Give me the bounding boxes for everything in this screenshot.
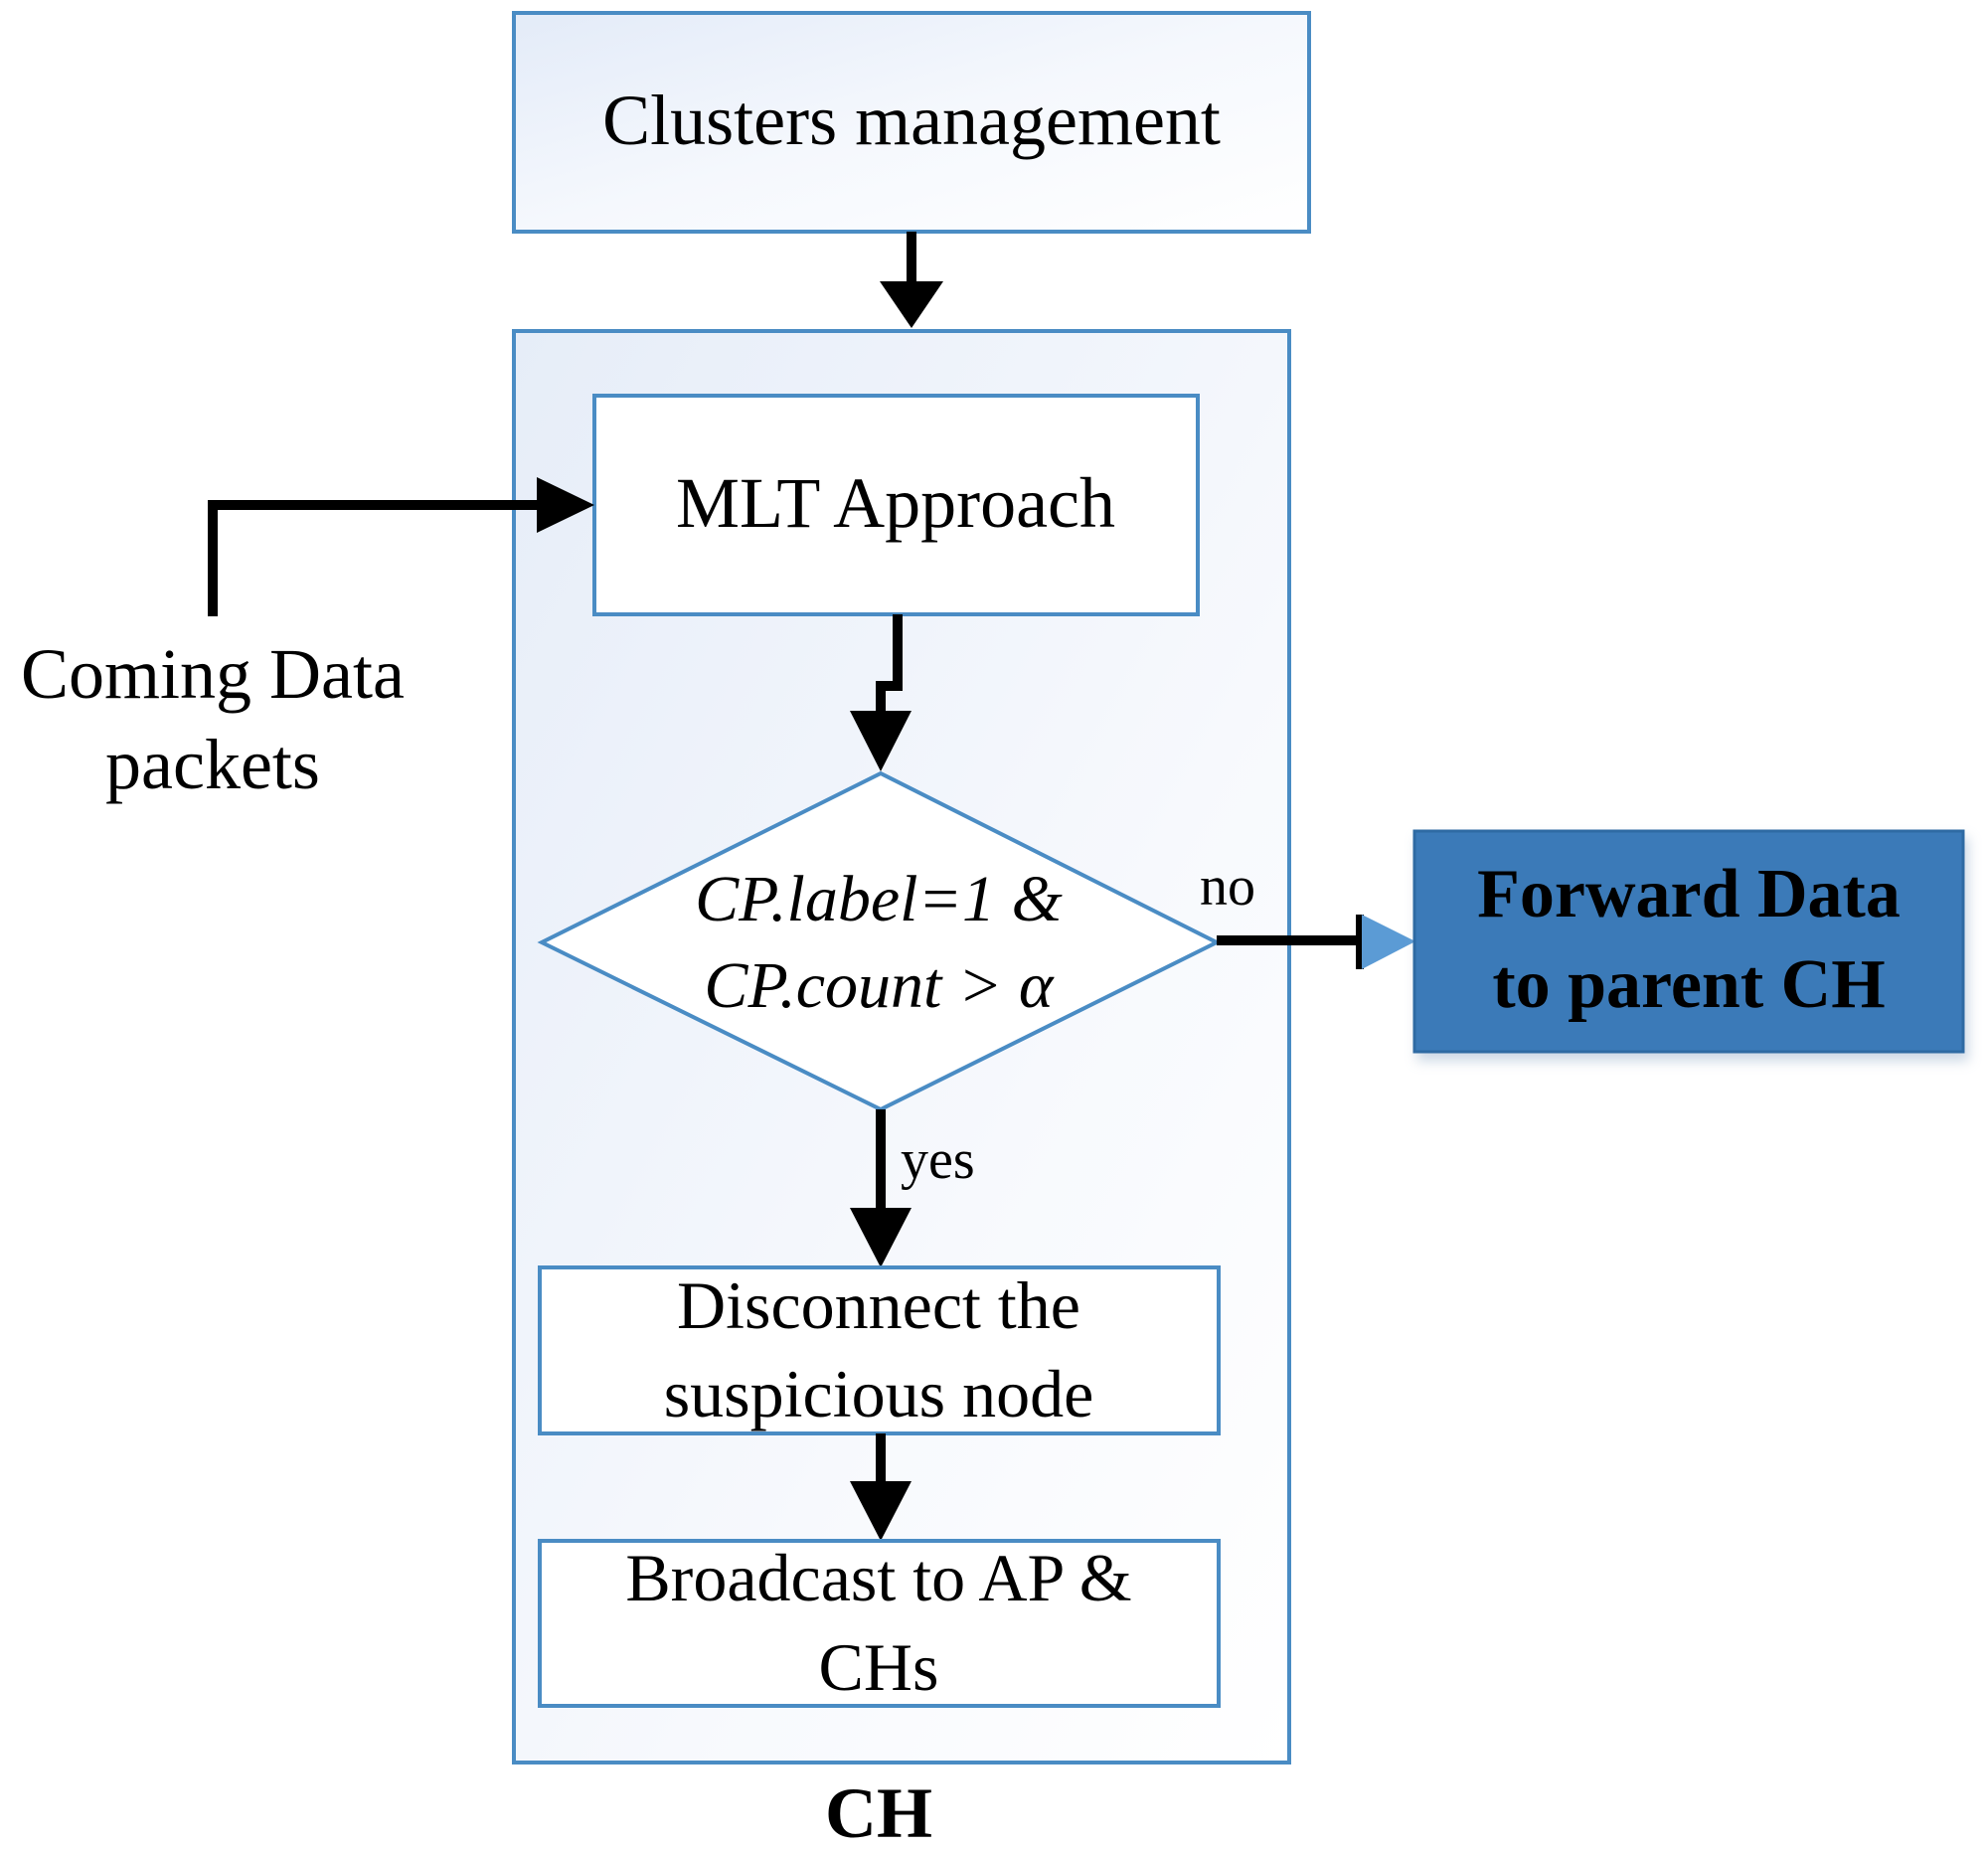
broadcast-node: Broadcast to AP & CHs <box>538 1539 1221 1708</box>
decision-node: CP.label=1 & CP.count > α <box>537 770 1222 1112</box>
disconnect-node: Disconnect the suspicious node <box>538 1265 1221 1435</box>
arrow-incoming-data <box>208 477 594 616</box>
broadcast-label-line2: CHs <box>819 1629 939 1705</box>
forward-data-label-line1: Forward Data <box>1477 856 1901 932</box>
arrow-clusters-to-ch <box>880 232 943 328</box>
decision-label-line1: CP.label=1 & <box>695 863 1063 935</box>
arrow-mlt-to-decision <box>850 614 911 771</box>
clusters-management-node: Clusters management <box>512 11 1311 234</box>
incoming-data-label-line2: packets <box>105 725 320 804</box>
broadcast-label-line1: Broadcast to AP & <box>625 1540 1131 1615</box>
forward-data-label-line2: to parent CH <box>1492 946 1885 1023</box>
arrow-yes-to-disconnect <box>850 1109 911 1267</box>
mlt-approach-node: MLT Approach <box>592 394 1200 616</box>
clusters-management-label: Clusters management <box>602 81 1221 160</box>
ch-container-label: CH <box>825 1773 932 1849</box>
arrow-no-to-forward <box>1217 915 1415 969</box>
yes-label: yes <box>901 1129 975 1191</box>
disconnect-label-line2: suspicious node <box>664 1356 1094 1431</box>
no-label: no <box>1200 856 1255 918</box>
decision-label-line2: CP.count > α <box>704 949 1054 1022</box>
mlt-approach-label: MLT Approach <box>676 463 1115 543</box>
forward-data-node <box>1412 829 1965 1054</box>
arrow-disconnect-to-broadcast <box>850 1433 911 1541</box>
incoming-data-label-line1: Coming Data <box>21 634 405 714</box>
disconnect-label-line1: Disconnect the <box>677 1267 1080 1343</box>
